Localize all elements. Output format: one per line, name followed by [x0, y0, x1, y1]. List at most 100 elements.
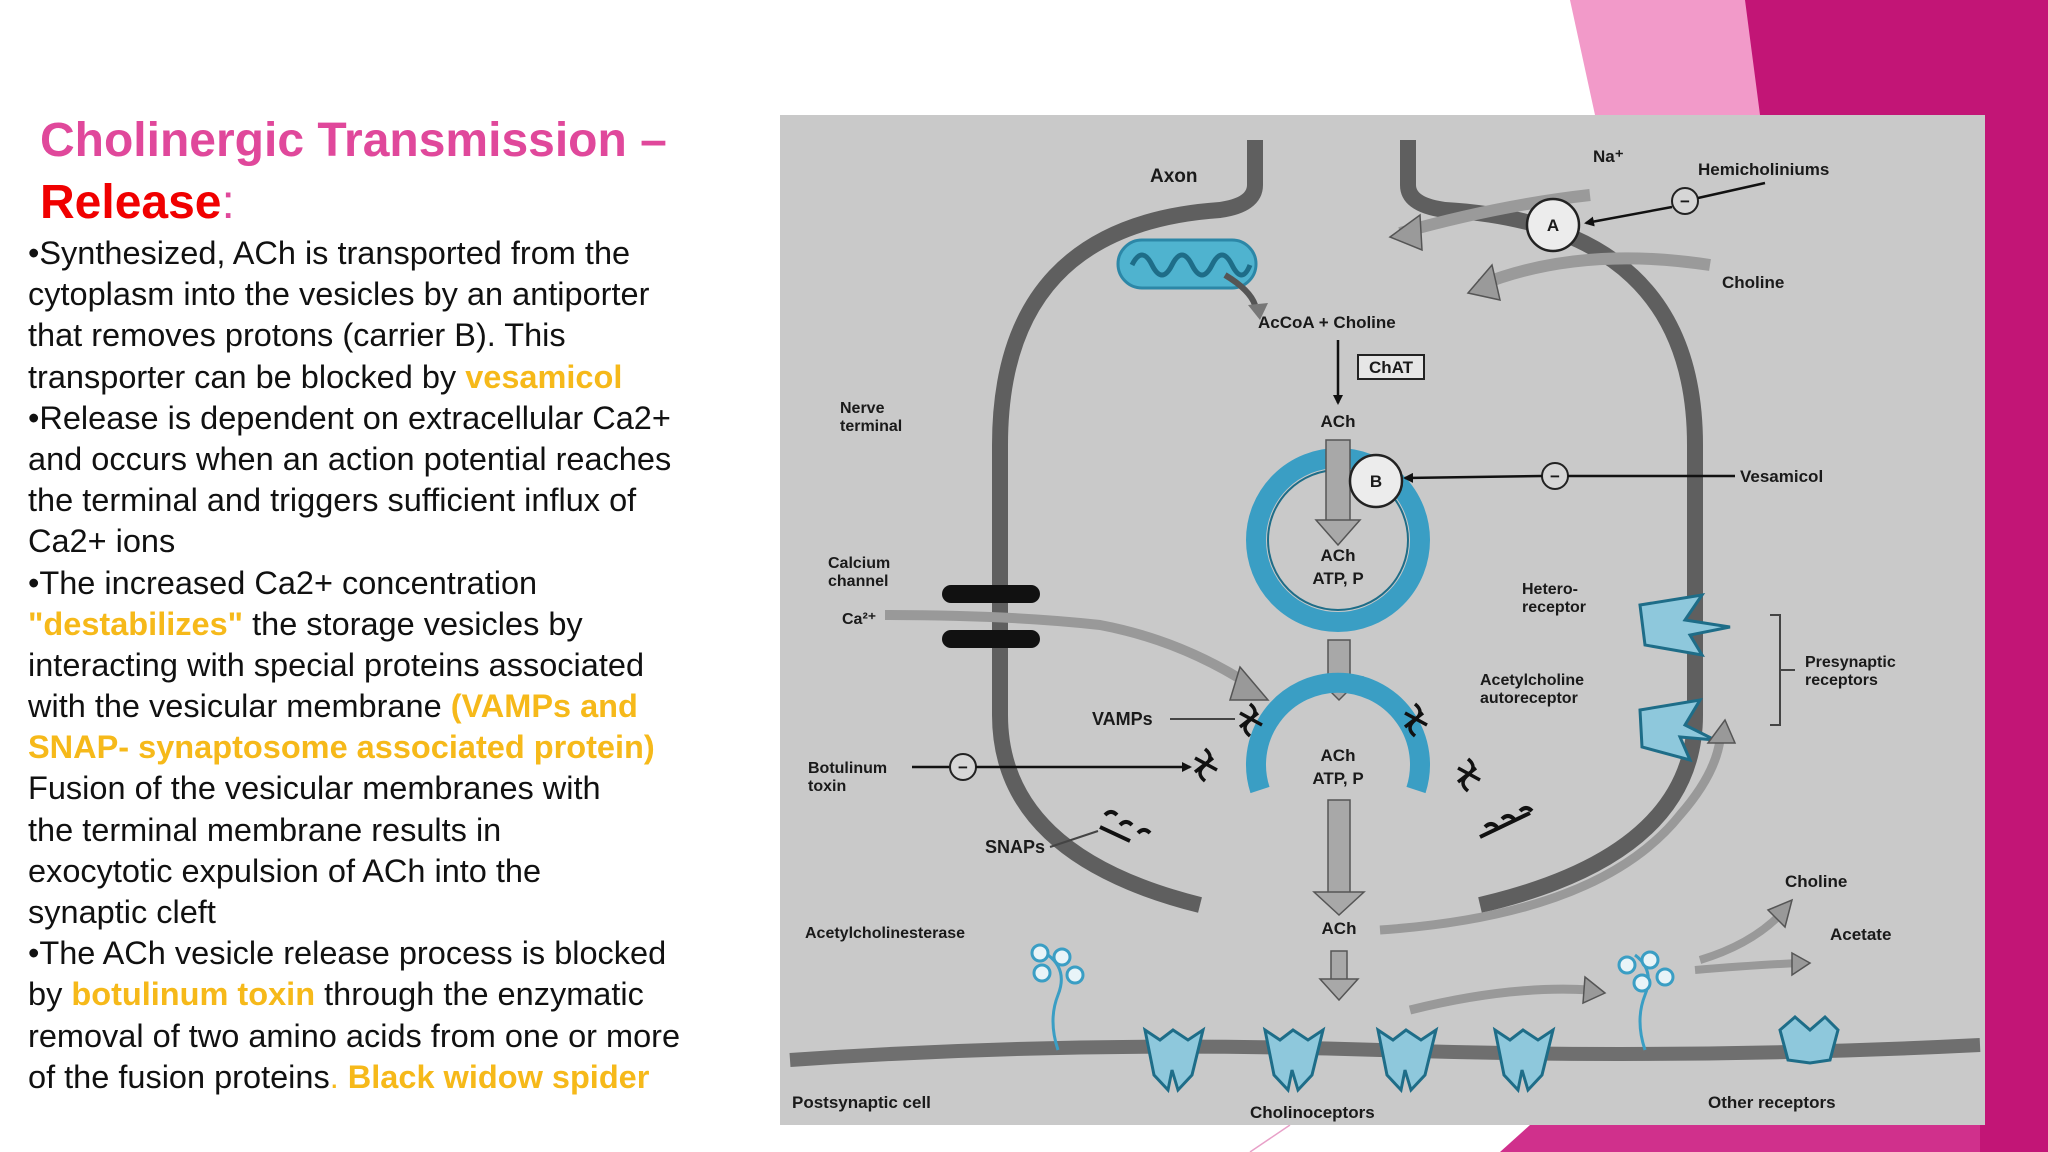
calcium-channel-label-1: Calcium: [828, 555, 890, 572]
highlight-vesamicol: vesamicol: [465, 358, 623, 395]
ache-label: Acetylcholinesterase: [805, 925, 965, 942]
carrier-b: [1348, 453, 1404, 509]
title-line-1: Cholinergic Transmission –: [40, 114, 667, 167]
body-text-span: transporter can be blocked by: [28, 358, 466, 395]
presynaptic-bracket: [1770, 614, 1795, 726]
snaps-pointer: [1049, 830, 1099, 848]
body-line: and occurs when an action potential reac…: [28, 440, 672, 477]
cholinergic-synapse-diagram: Axon Na⁺ Hemicholiniums A − Choline AcCo…: [780, 115, 1985, 1125]
axon-label: Axon: [1150, 166, 1198, 187]
body-line: exocytotic expulsion of ACh into the: [28, 852, 542, 889]
carrier-a: [1525, 197, 1581, 253]
calcium-influx-arrow: [884, 610, 1253, 690]
body-line: Ca2+ ions: [28, 523, 176, 560]
body-line: •Release is dependent on extracellular C…: [28, 399, 671, 436]
body-line: the terminal and triggers sufficient inf…: [28, 482, 637, 519]
vesicle-ach-label: ACh: [1321, 546, 1356, 565]
minus-glyph: −: [958, 758, 968, 777]
body-text-span: of the fusion proteins: [28, 1058, 330, 1095]
vamp-protein-lower-right: [1456, 757, 1481, 793]
body-line: transporter can be blocked by vesamicol: [28, 357, 768, 398]
vesicle-entry-arrowhead: [1314, 519, 1362, 547]
ca-label: Ca²⁺: [842, 611, 876, 628]
ach-autoreceptor: [1638, 697, 1716, 763]
body-line: Fusion of the vesicular membranes with: [28, 770, 601, 807]
acetate-product-arrow: [1694, 959, 1801, 974]
chat-box: [1357, 354, 1425, 380]
calcium-channel-label-2: channel: [828, 573, 888, 590]
highlight-snap: SNAP- synaptosome associated protein): [28, 729, 655, 766]
accoa-label: AcCoA + Choline: [1258, 313, 1396, 332]
ache-enzyme-left: [1030, 943, 1085, 1051]
body-line: that removes protons (carrier B). This: [28, 317, 566, 354]
body-line: removal of two amino acids from one or m…: [28, 1017, 681, 1054]
carrier-a-label: A: [1547, 216, 1559, 235]
nerve-terminal-membrane-left: [992, 140, 1263, 913]
hemicholinium-block-arrow: [1584, 205, 1673, 227]
cholinoceptor: [1262, 1026, 1326, 1094]
na-label: Na⁺: [1593, 147, 1624, 166]
body-line: •Synthesized, ACh is transported from th…: [28, 235, 631, 271]
body-line: •The increased Ca2+ concentration: [28, 564, 538, 601]
calcium-influx-arrowhead: [1228, 665, 1270, 701]
vamp-protein-right: [1403, 702, 1428, 738]
autoreceptor-feedback-arrow: [1379, 739, 1725, 935]
cleft-arrow-shaft: [1327, 799, 1351, 896]
choline-top-label: Choline: [1722, 273, 1784, 292]
snap-proteins-left: [1099, 810, 1152, 843]
highlight-vamps: (VAMPs and: [450, 688, 638, 725]
postsynaptic-cell-label: Postsynaptic cell: [792, 1093, 931, 1112]
title-release: Release: [40, 176, 222, 229]
body-line: the terminal membrane results in: [28, 811, 502, 848]
cholinoceptor: [1375, 1026, 1439, 1094]
vesicle-entry-arrow-shaft: [1325, 439, 1351, 526]
body-text-span: through the enzymatic: [315, 976, 644, 1013]
ache-transfer-arrowhead: [1582, 975, 1607, 1005]
vamp-protein-lower-left: [1193, 747, 1218, 783]
chat-label: ChAT: [1369, 358, 1414, 377]
calcium-channel-top: [942, 585, 1040, 603]
highlight-black-widow: Black widow spider: [347, 1058, 650, 1095]
cleft-arrowhead: [1312, 891, 1366, 917]
heteroreceptor: [1638, 592, 1731, 658]
heteroreceptor-label-1: Hetero-: [1522, 581, 1578, 598]
nerve-terminal-membrane-right: [1400, 140, 1703, 913]
carrier-b-label: B: [1370, 472, 1382, 491]
botulinum-label-1: Botulinum: [808, 760, 887, 777]
choline-product-arrowhead: [1766, 898, 1794, 929]
deco-magenta-bottom: [1500, 1125, 1980, 1152]
autoreceptor-label-2: autoreceptor: [1480, 690, 1578, 707]
vamps-label: VAMPs: [1092, 709, 1153, 729]
other-receptor: [1778, 1014, 1840, 1065]
ache-enzyme-right: [1617, 950, 1675, 1051]
body-line: •The ACh vesicle release process is bloc…: [28, 935, 667, 972]
choline-uptake-arrowhead: [1466, 263, 1501, 301]
body-text-span: the storage vesicles by: [243, 605, 583, 642]
period-highlight: .: [329, 1058, 348, 1095]
cholinoceptor: [1492, 1026, 1556, 1094]
vesamicol-block-arrow: [1403, 472, 1543, 483]
mitochondrion-arrow: [1223, 272, 1258, 307]
choline-bottom-label: Choline: [1785, 872, 1847, 891]
vesicle-atp-label: ATP, P: [1312, 569, 1363, 588]
snap-proteins-right: [1479, 806, 1534, 839]
other-receptors-label: Other receptors: [1708, 1093, 1836, 1112]
vamp-protein-left: [1238, 702, 1263, 738]
na-influx-arrowhead: [1388, 213, 1423, 252]
cholinoceptor: [1142, 1026, 1206, 1094]
body-line: "destabilizes" the storage vesicles by: [28, 604, 768, 645]
slide-title: Cholinergic Transmission – Release:: [40, 110, 667, 234]
deco-magenta-right: [1745, 0, 2048, 1152]
snaps-label: SNAPs: [985, 837, 1045, 857]
na-influx-arrow: [1398, 189, 1591, 239]
presynaptic-receptors-label-2: receptors: [1805, 672, 1878, 689]
receptor-arrow-shaft: [1330, 950, 1348, 982]
body-line: cytoplasm into the vesicles by an antipo…: [28, 276, 650, 313]
vesamicol-label: Vesamicol: [1740, 467, 1823, 486]
ache-transfer-arrow: [1408, 984, 1591, 1015]
body-line: by botulinum toxin through the enzymatic: [28, 974, 768, 1015]
hemicholiniums-label: Hemicholiniums: [1698, 160, 1829, 179]
highlight-destabilizes: "destabilizes": [28, 605, 244, 642]
receptor-arrowhead: [1318, 978, 1360, 1002]
